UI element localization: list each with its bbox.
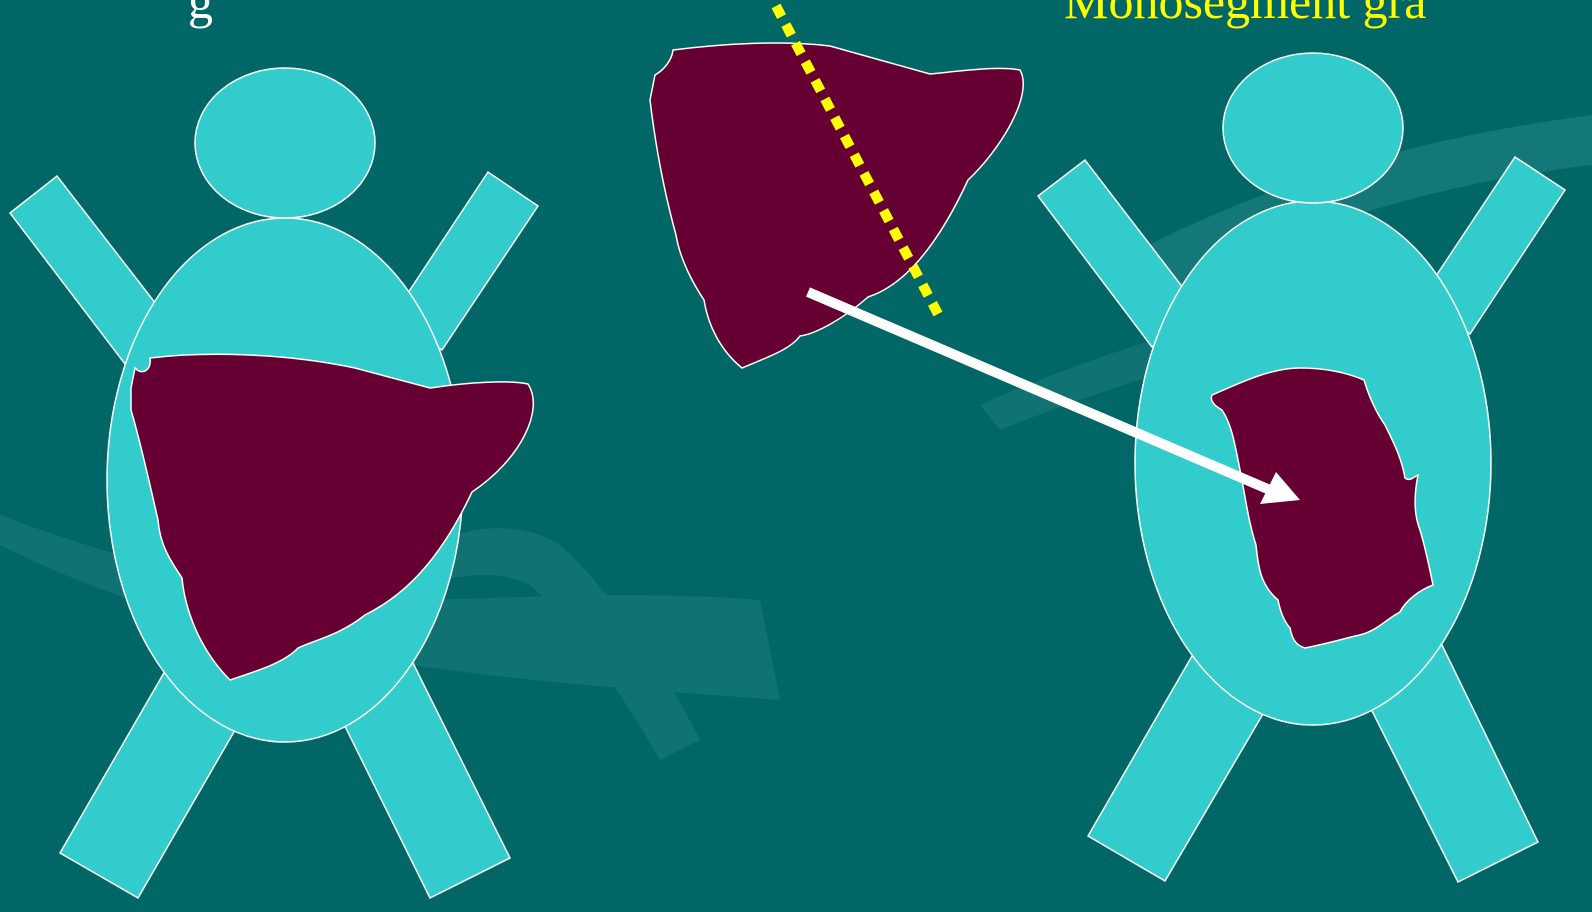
whole-liver-icon: [650, 43, 1023, 368]
whole-liver-group: [650, 6, 1023, 368]
title-left-text: g: [188, 0, 213, 26]
donor-head: [195, 68, 375, 218]
recipient-head: [1223, 53, 1403, 203]
donor-figure: [10, 68, 538, 898]
title-right-text: Monosegment gra: [1064, 0, 1426, 26]
